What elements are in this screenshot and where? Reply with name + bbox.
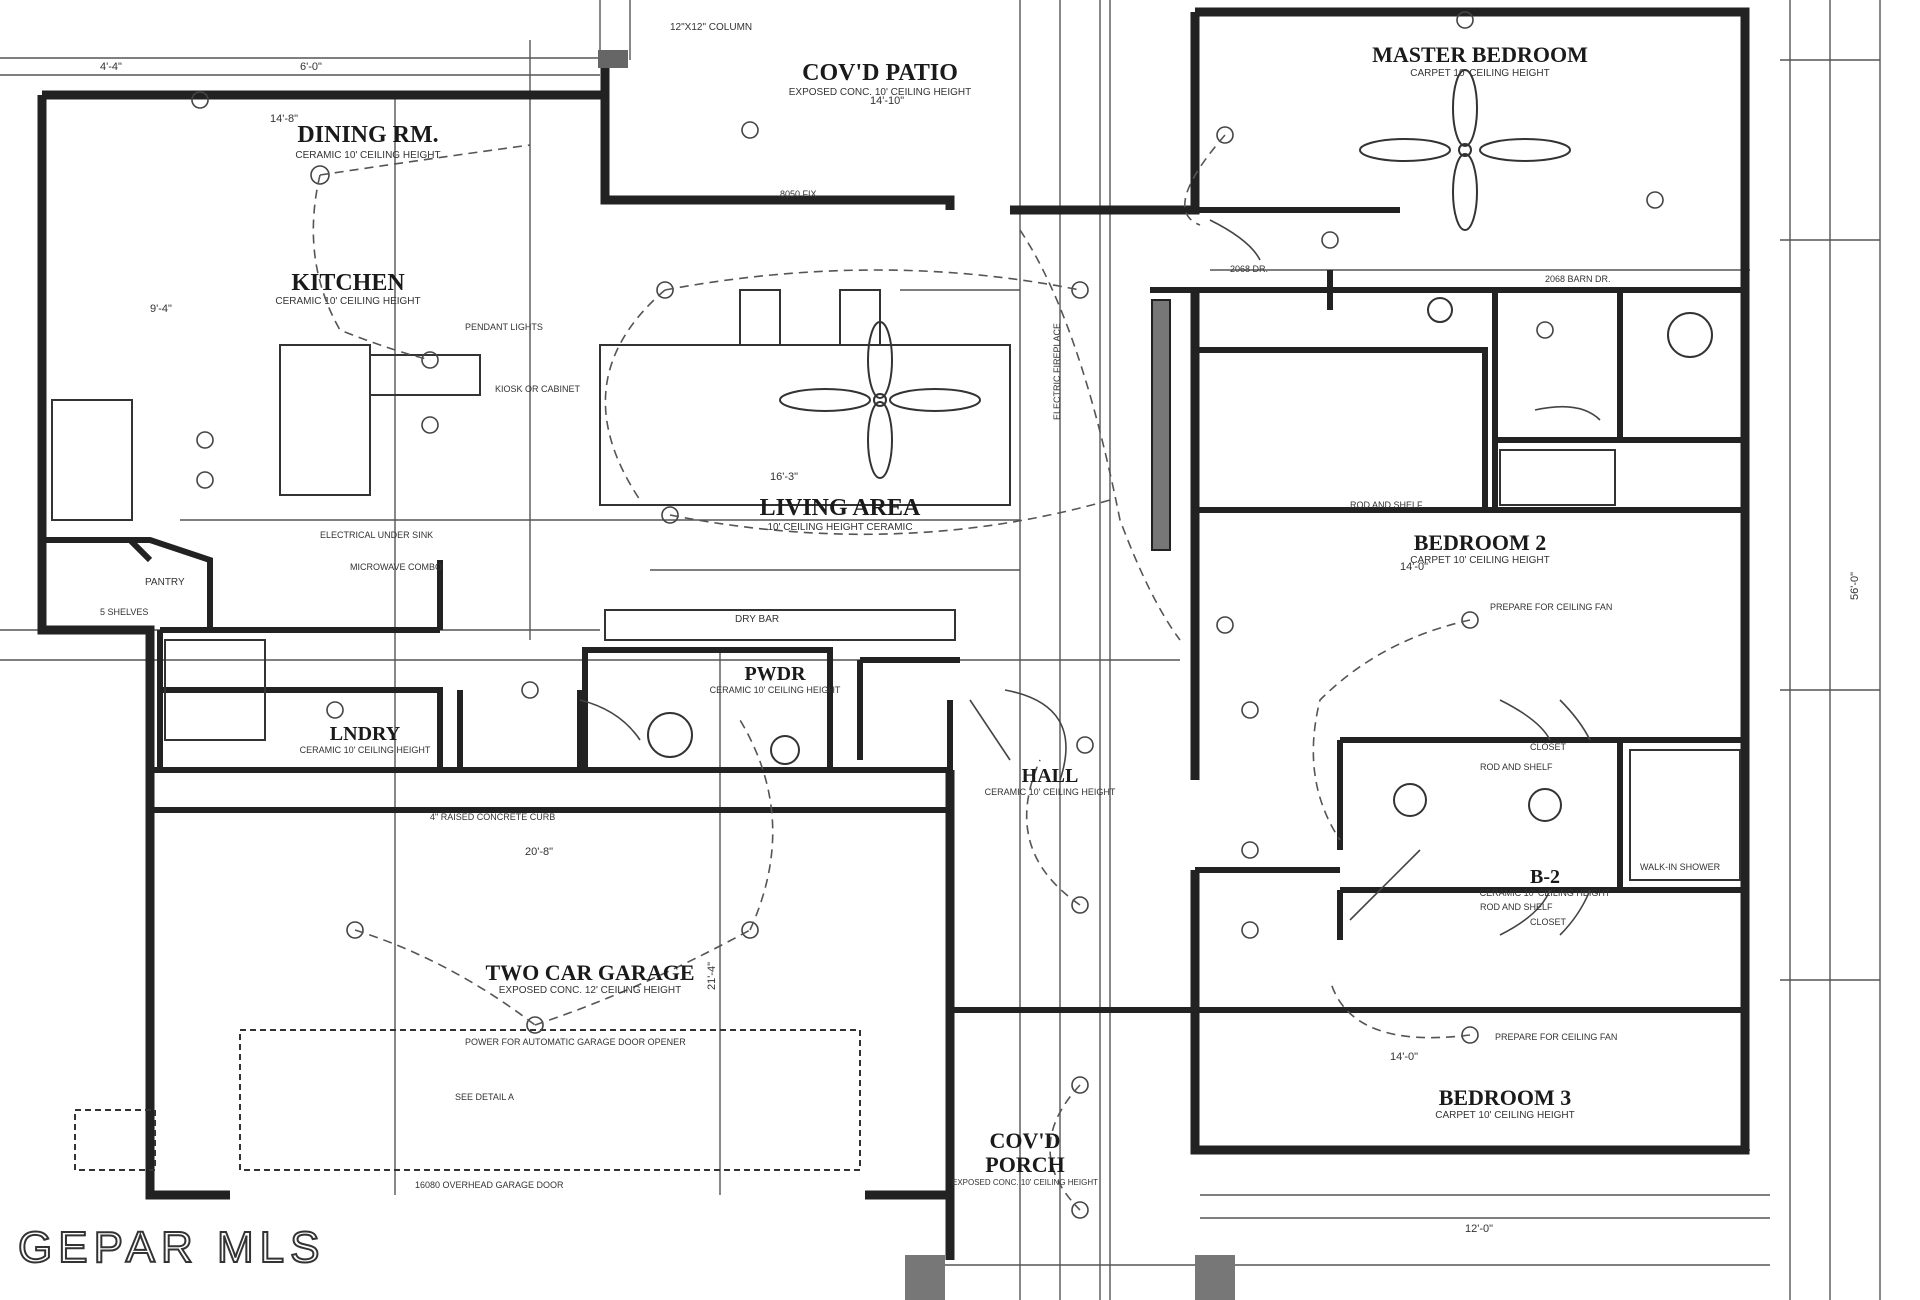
barn-door-note: 2068 BARN DR. — [1545, 274, 1611, 284]
living-title: LIVING AREA — [760, 495, 921, 521]
pantry-note: PANTRY — [145, 577, 185, 588]
dim-bed3: 14'-0" — [1390, 1051, 1418, 1063]
door-2068-note: 2068 DR. — [1230, 264, 1268, 274]
fan-prep-1: PREPARE FOR CEILING FAN — [1490, 602, 1612, 612]
kitchen-sub: CERAMIC 10' CEILING HEIGHT — [275, 296, 420, 307]
dim-patio: 14'-10" — [870, 95, 904, 107]
dining-sub: CERAMIC 10' CEILING HEIGHT — [295, 150, 440, 161]
dim-dining: 14'-8" — [270, 113, 298, 125]
dim-bed2: 14'-0" — [1400, 561, 1428, 573]
fixtures — [51, 11, 1741, 1219]
pwdr-sub: CERAMIC 10' CEILING HEIGHT — [710, 685, 841, 695]
bed2-title: BEDROOM 2 — [1414, 530, 1547, 555]
rod-shelf-1: ROD AND SHELF — [1350, 500, 1423, 510]
fireplace-note: ELECTRIC FIREPLACE — [1052, 323, 1062, 420]
dim-garage-d: 21'-4" — [706, 962, 718, 990]
hall-sub: CERAMIC 10' CEILING HEIGHT — [985, 787, 1116, 797]
plan-notes: 12"X12" COLUMN PENDANT LIGHTS KIOSK OR C… — [100, 22, 1721, 1190]
dimension-grid — [0, 0, 1881, 1300]
porch-title-2: PORCH — [985, 1152, 1064, 1177]
garage-title: TWO CAR GARAGE — [485, 960, 694, 985]
kitchen-title: KITCHEN — [291, 270, 405, 296]
shelves-note: 5 SHELVES — [100, 607, 148, 617]
dining-title: DINING RM. — [297, 122, 438, 148]
garage-opener-note: POWER FOR AUTOMATIC GARAGE DOOR OPENER — [465, 1037, 686, 1047]
master-sub: CARPET 10' CEILING HEIGHT — [1410, 68, 1550, 79]
patio-title: COV'D PATIO — [802, 60, 958, 86]
bed3-sub: CARPET 10' CEILING HEIGHT — [1435, 1110, 1575, 1121]
dim-top-6: 6'-0" — [300, 61, 322, 73]
watermark-logo: GEPAR MLS — [18, 1223, 325, 1272]
room-labels: DINING RM. CERAMIC 10' CEILING HEIGHT KI… — [275, 42, 1611, 1187]
porch-sub: EXPOSED CONC. 10' CEILING HEIGHT — [952, 1178, 1098, 1187]
dim-porch: 12'-0" — [1465, 1223, 1493, 1235]
rod-shelf-2: ROD AND SHELF — [1480, 762, 1553, 772]
curb-note: 4" RAISED CONCRETE CURB — [430, 812, 555, 822]
bed3-title: BEDROOM 3 — [1439, 1085, 1572, 1110]
garage-sub: EXPOSED CONC. 12' CEILING HEIGHT — [499, 985, 682, 996]
closet-note-1: CLOSET — [1530, 742, 1567, 752]
exterior-walls — [37, 7, 1750, 1260]
bed2-sub: CARPET 10' CEILING HEIGHT — [1410, 555, 1550, 566]
rod-shelf-3: ROD AND SHELF — [1480, 902, 1553, 912]
dim-kitchen: 9'-4" — [150, 303, 172, 315]
detail-note: SEE DETAIL A — [455, 1092, 514, 1102]
fireplace-slab — [1151, 299, 1171, 551]
column-note: 12"X12" COLUMN — [670, 22, 752, 33]
dim-top-4: 4'-4" — [100, 61, 122, 73]
column-porch-right — [1195, 1255, 1235, 1300]
dim-living: 16'-3" — [770, 471, 798, 483]
fix-window-note: 8050 FIX — [780, 189, 817, 199]
pwdr-title: PWDR — [744, 663, 806, 685]
porch-title-1: COV'D — [990, 1128, 1061, 1153]
fan-prep-2: PREPARE FOR CEILING FAN — [1495, 1032, 1617, 1042]
column-porch-left — [905, 1255, 945, 1300]
lndry-title: LNDRY — [330, 723, 401, 745]
column-patio — [598, 50, 628, 68]
dim-garage-w: 20'-8" — [525, 846, 553, 858]
kiosk-note: KIOSK OR CABINET — [495, 384, 581, 394]
b2-title: B-2 — [1530, 866, 1560, 888]
electrical-note: ELECTRICAL UNDER SINK — [320, 530, 433, 540]
microwave-note: MICROWAVE COMBO — [350, 562, 442, 572]
master-title: MASTER BEDROOM — [1372, 42, 1588, 67]
patio-sub: EXPOSED CONC. 10' CEILING HEIGHT — [789, 87, 972, 98]
pendant-note: PENDANT LIGHTS — [465, 322, 543, 332]
b2-sub: CERAMIC 10' CEILING HEIGHT — [1480, 888, 1611, 898]
hall-title: HALL — [1022, 765, 1079, 787]
walkin-note: WALK-IN SHOWER — [1640, 862, 1721, 872]
overhead-door-note: 16080 OVERHEAD GARAGE DOOR — [415, 1180, 564, 1190]
dry-bar-note: DRY BAR — [735, 614, 779, 625]
dimension-labels: 14'-8" 14'-10" 16'-3" 14'-0" 20'-8" 21'-… — [100, 61, 1861, 1235]
living-sub: 10' CEILING HEIGHT CERAMIC — [767, 522, 912, 533]
dim-overall: 56'-0" — [1849, 572, 1861, 600]
interior-walls — [42, 207, 1745, 1013]
closet-note-2: CLOSET — [1530, 917, 1567, 927]
lndry-sub: CERAMIC 10' CEILING HEIGHT — [300, 745, 431, 755]
